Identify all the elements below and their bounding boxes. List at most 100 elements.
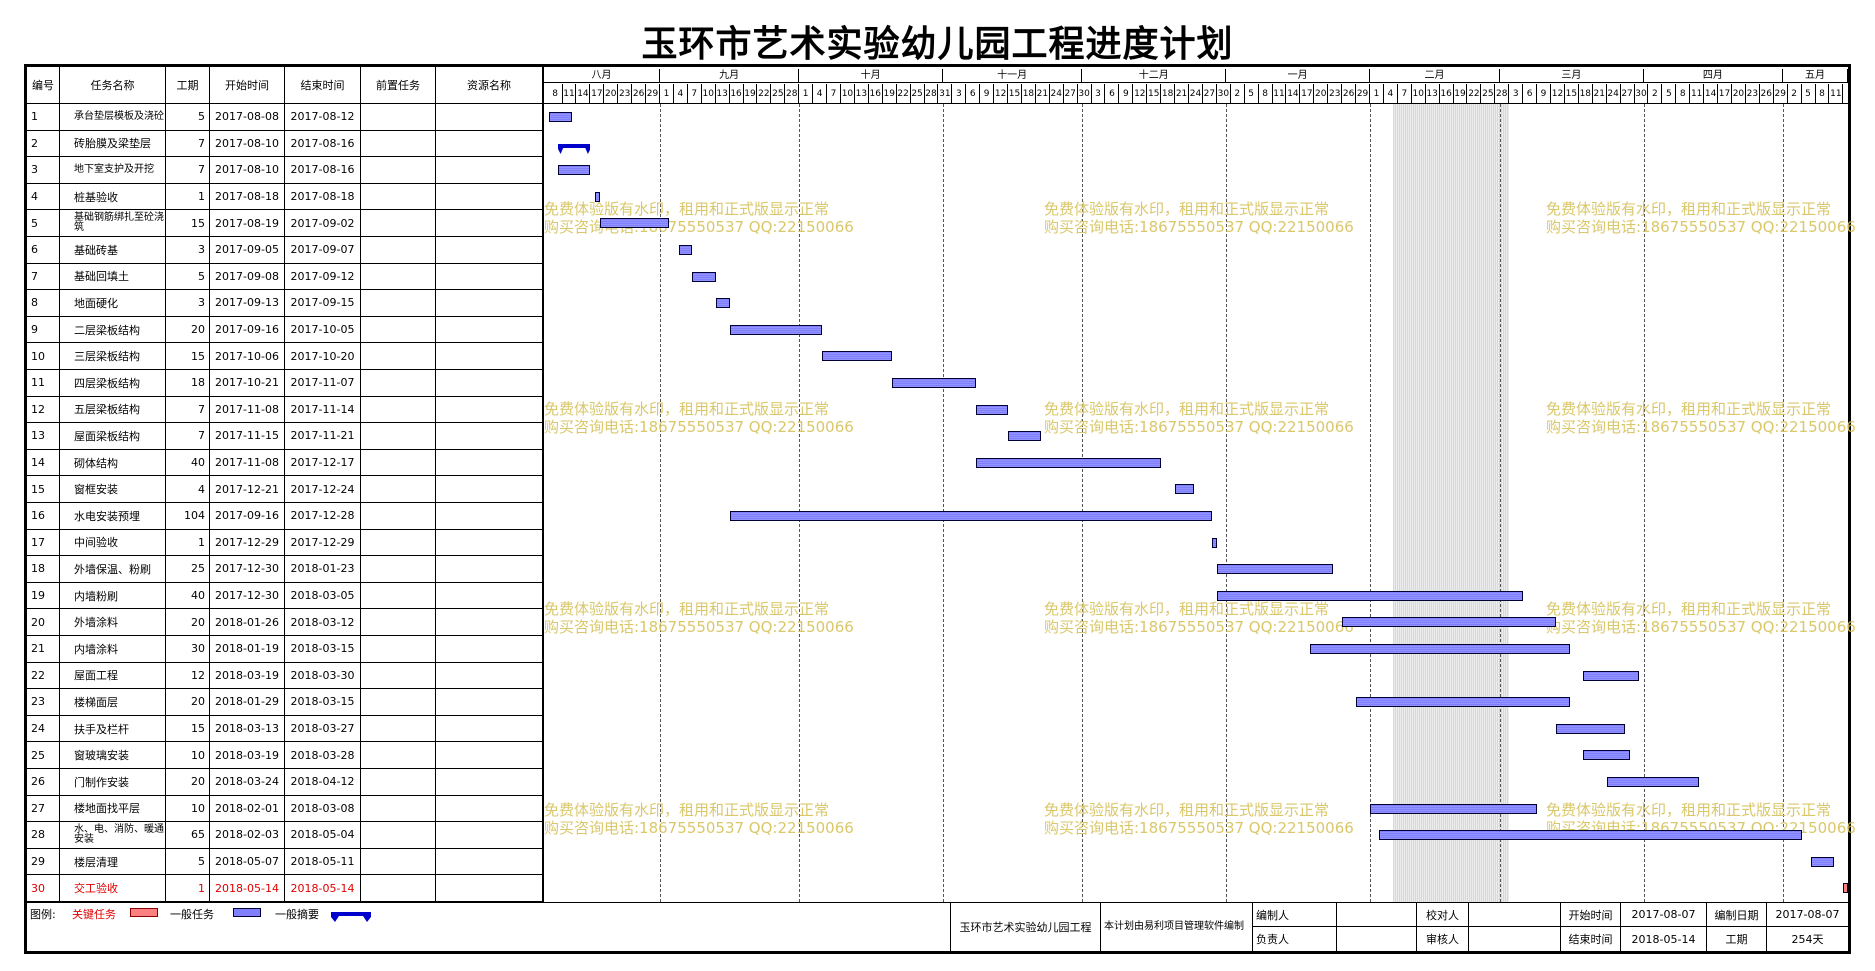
task-start-cell[interactable]: 2018-05-14 bbox=[210, 875, 285, 902]
task-id-cell[interactable]: 10 bbox=[27, 343, 60, 370]
task-end-cell[interactable]: 2017-12-24 bbox=[285, 476, 361, 503]
task-bar[interactable] bbox=[692, 271, 716, 282]
task-predecessor-cell[interactable] bbox=[361, 529, 436, 557]
task-id-cell[interactable]: 23 bbox=[27, 689, 60, 716]
task-resource-cell[interactable] bbox=[436, 822, 543, 849]
task-end-cell[interactable]: 2017-10-05 bbox=[285, 316, 361, 344]
task-predecessor-cell[interactable] bbox=[361, 715, 436, 743]
task-duration-cell[interactable]: 5 bbox=[166, 104, 210, 131]
task-duration-cell[interactable]: 7 bbox=[166, 396, 210, 424]
task-end-cell[interactable]: 2018-03-08 bbox=[285, 795, 361, 823]
task-name-cell[interactable]: 地下室支护及开挖 bbox=[60, 157, 166, 184]
task-bar[interactable] bbox=[975, 404, 1009, 415]
task-name-cell[interactable]: 四层梁板结构 bbox=[60, 370, 166, 397]
task-predecessor-cell[interactable] bbox=[361, 769, 436, 796]
task-predecessor-cell[interactable] bbox=[361, 237, 436, 264]
task-bar[interactable] bbox=[557, 165, 591, 176]
task-bar[interactable] bbox=[1216, 590, 1524, 601]
task-bar[interactable] bbox=[1810, 856, 1835, 867]
task-name-cell[interactable]: 中间验收 bbox=[60, 529, 166, 557]
task-resource-cell[interactable] bbox=[436, 715, 543, 743]
task-name-cell[interactable]: 桩基验收 bbox=[60, 183, 166, 211]
task-bar[interactable] bbox=[678, 245, 693, 255]
task-name-cell[interactable]: 基础砖基 bbox=[60, 237, 166, 264]
task-resource-cell[interactable] bbox=[436, 157, 543, 184]
task-start-cell[interactable]: 2017-08-08 bbox=[210, 104, 285, 131]
task-name-cell[interactable]: 外墙保温、粉刷 bbox=[60, 556, 166, 583]
task-predecessor-cell[interactable] bbox=[361, 662, 436, 690]
task-end-cell[interactable]: 2018-03-30 bbox=[285, 662, 361, 690]
task-duration-cell[interactable]: 10 bbox=[166, 742, 210, 769]
task-resource-cell[interactable] bbox=[436, 529, 543, 557]
task-duration-cell[interactable]: 65 bbox=[166, 822, 210, 849]
task-name-cell[interactable]: 地面硬化 bbox=[60, 290, 166, 317]
task-id-cell[interactable]: 19 bbox=[27, 582, 60, 610]
task-id-cell[interactable]: 21 bbox=[27, 636, 60, 663]
task-resource-cell[interactable] bbox=[436, 609, 543, 636]
task-end-cell[interactable]: 2017-08-16 bbox=[285, 157, 361, 184]
task-start-cell[interactable]: 2017-08-18 bbox=[210, 183, 285, 211]
task-start-cell[interactable]: 2017-11-08 bbox=[210, 396, 285, 424]
task-id-cell[interactable]: 3 bbox=[27, 157, 60, 184]
task-id-cell[interactable]: 26 bbox=[27, 769, 60, 796]
task-predecessor-cell[interactable] bbox=[361, 157, 436, 184]
task-start-cell[interactable]: 2018-05-07 bbox=[210, 848, 285, 876]
task-duration-cell[interactable]: 15 bbox=[166, 210, 210, 237]
task-bar[interactable] bbox=[822, 351, 893, 362]
task-bar[interactable] bbox=[1583, 670, 1640, 681]
task-predecessor-cell[interactable] bbox=[361, 636, 436, 663]
task-id-cell[interactable]: 17 bbox=[27, 529, 60, 557]
task-start-cell[interactable]: 2018-03-13 bbox=[210, 715, 285, 743]
task-name-cell[interactable]: 二层梁板结构 bbox=[60, 316, 166, 344]
task-duration-cell[interactable]: 7 bbox=[166, 423, 210, 450]
task-resource-cell[interactable] bbox=[436, 848, 543, 876]
task-duration-cell[interactable]: 3 bbox=[166, 290, 210, 317]
task-resource-cell[interactable] bbox=[436, 183, 543, 211]
task-bar[interactable] bbox=[715, 298, 730, 309]
task-id-cell[interactable]: 15 bbox=[27, 476, 60, 503]
task-resource-cell[interactable] bbox=[436, 316, 543, 344]
task-name-cell[interactable]: 屋面梁板结构 bbox=[60, 423, 166, 450]
task-resource-cell[interactable] bbox=[436, 449, 543, 477]
task-end-cell[interactable]: 2017-08-12 bbox=[285, 104, 361, 131]
task-bar[interactable] bbox=[975, 457, 1162, 468]
task-start-cell[interactable]: 2017-10-21 bbox=[210, 370, 285, 397]
task-name-cell[interactable]: 门制作安装 bbox=[60, 769, 166, 796]
task-bar[interactable] bbox=[599, 218, 670, 229]
task-end-cell[interactable]: 2018-03-27 bbox=[285, 715, 361, 743]
task-end-cell[interactable]: 2018-03-28 bbox=[285, 742, 361, 769]
task-name-cell[interactable]: 水、电、消防、暖通安装 bbox=[60, 822, 166, 849]
task-resource-cell[interactable] bbox=[436, 396, 543, 424]
task-end-cell[interactable]: 2017-09-07 bbox=[285, 237, 361, 264]
task-predecessor-cell[interactable] bbox=[361, 263, 436, 291]
task-name-cell[interactable]: 内墙涂料 bbox=[60, 636, 166, 663]
task-end-cell[interactable]: 2017-12-17 bbox=[285, 449, 361, 477]
task-predecessor-cell[interactable] bbox=[361, 316, 436, 344]
task-name-cell[interactable]: 外墙涂料 bbox=[60, 609, 166, 636]
task-bar[interactable] bbox=[1008, 431, 1041, 442]
task-end-cell[interactable]: 2018-03-12 bbox=[285, 609, 361, 636]
task-id-cell[interactable]: 29 bbox=[27, 848, 60, 876]
task-name-cell[interactable]: 楼层清理 bbox=[60, 848, 166, 876]
task-bar[interactable] bbox=[1175, 484, 1194, 495]
task-end-cell[interactable]: 2018-03-05 bbox=[285, 582, 361, 610]
task-predecessor-cell[interactable] bbox=[361, 582, 436, 610]
task-id-cell[interactable]: 9 bbox=[27, 316, 60, 344]
task-start-cell[interactable]: 2017-12-30 bbox=[210, 556, 285, 583]
task-id-cell[interactable]: 18 bbox=[27, 556, 60, 583]
task-duration-cell[interactable]: 15 bbox=[166, 343, 210, 370]
task-end-cell[interactable]: 2018-03-15 bbox=[285, 636, 361, 663]
task-predecessor-cell[interactable] bbox=[361, 449, 436, 477]
task-bar[interactable] bbox=[729, 324, 823, 335]
task-id-cell[interactable]: 5 bbox=[27, 210, 60, 237]
task-start-cell[interactable]: 2018-03-24 bbox=[210, 769, 285, 796]
task-duration-cell[interactable]: 12 bbox=[166, 662, 210, 690]
task-duration-cell[interactable]: 1 bbox=[166, 529, 210, 557]
task-id-cell[interactable]: 14 bbox=[27, 449, 60, 477]
task-name-cell[interactable]: 三层梁板结构 bbox=[60, 343, 166, 370]
task-duration-cell[interactable]: 5 bbox=[166, 848, 210, 876]
task-start-cell[interactable]: 2018-01-19 bbox=[210, 636, 285, 663]
task-start-cell[interactable]: 2017-09-08 bbox=[210, 263, 285, 291]
task-id-cell[interactable]: 2 bbox=[27, 130, 60, 158]
task-resource-cell[interactable] bbox=[436, 636, 543, 663]
